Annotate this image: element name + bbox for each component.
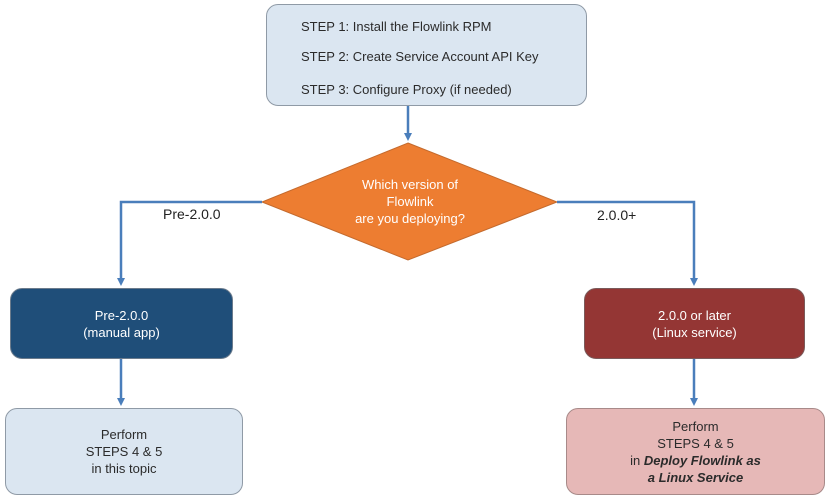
post-2-0-0-box: 2.0.0 or later (Linux service) [584, 288, 805, 359]
pre-outcome-line-2: STEPS 4 & 5 [85, 444, 163, 459]
right-branch-label: 2.0.0+ [597, 207, 637, 223]
decision-line-1: Which version of [361, 177, 459, 192]
step-2-text: STEP 2: Create Service Account API Key [301, 49, 539, 64]
decision-diamond [260, 142, 559, 261]
post-box-line-1: 2.0.0 or later [658, 307, 731, 323]
decision-line-2: Flowlink [386, 194, 434, 209]
pre-box-line-1: Pre-2.0.0 [94, 307, 149, 323]
post-outcome-line-2: STEPS 4 & 5 [657, 435, 734, 451]
post-box-line-2: (Linux service) [652, 324, 737, 340]
post-outcome-box: Perform STEPS 4 & 5 in Deploy Flowlink a… [566, 408, 825, 495]
post-outcome-line-1: Perform [672, 418, 719, 434]
post-outcome-line-3: in Deploy Flowlink as [630, 452, 761, 469]
pre-2-0-0-box: Pre-2.0.0 (manual app) [10, 288, 233, 359]
pre-outcome-line-3: in this topic [91, 461, 157, 476]
decision-text: Which version of Flowlink are you deploy… [330, 176, 490, 227]
pre-outcome-line-1: Perform [100, 427, 148, 442]
pre-outcome-box: Perform STEPS 4 & 5 in this topic [5, 408, 243, 495]
post-outcome-line-4: a Linux Service [647, 469, 744, 485]
post-outcome-line-3-prefix: in [630, 452, 644, 468]
left-branch-label: Pre-2.0.0 [163, 206, 221, 222]
decision-line-3: are you deploying? [355, 211, 465, 226]
initial-steps-box: STEP 1: Install the Flowlink RPM STEP 2:… [266, 4, 587, 106]
connector-left-branch [117, 200, 262, 286]
deploy-topic-reference: Deploy Flowlink as [643, 452, 761, 468]
step-3-text: STEP 3: Configure Proxy (if needed) [301, 82, 512, 97]
step-1-text: STEP 1: Install the Flowlink RPM [301, 19, 492, 34]
pre-box-line-2: (manual app) [83, 324, 160, 340]
connector-right-branch [557, 200, 698, 286]
